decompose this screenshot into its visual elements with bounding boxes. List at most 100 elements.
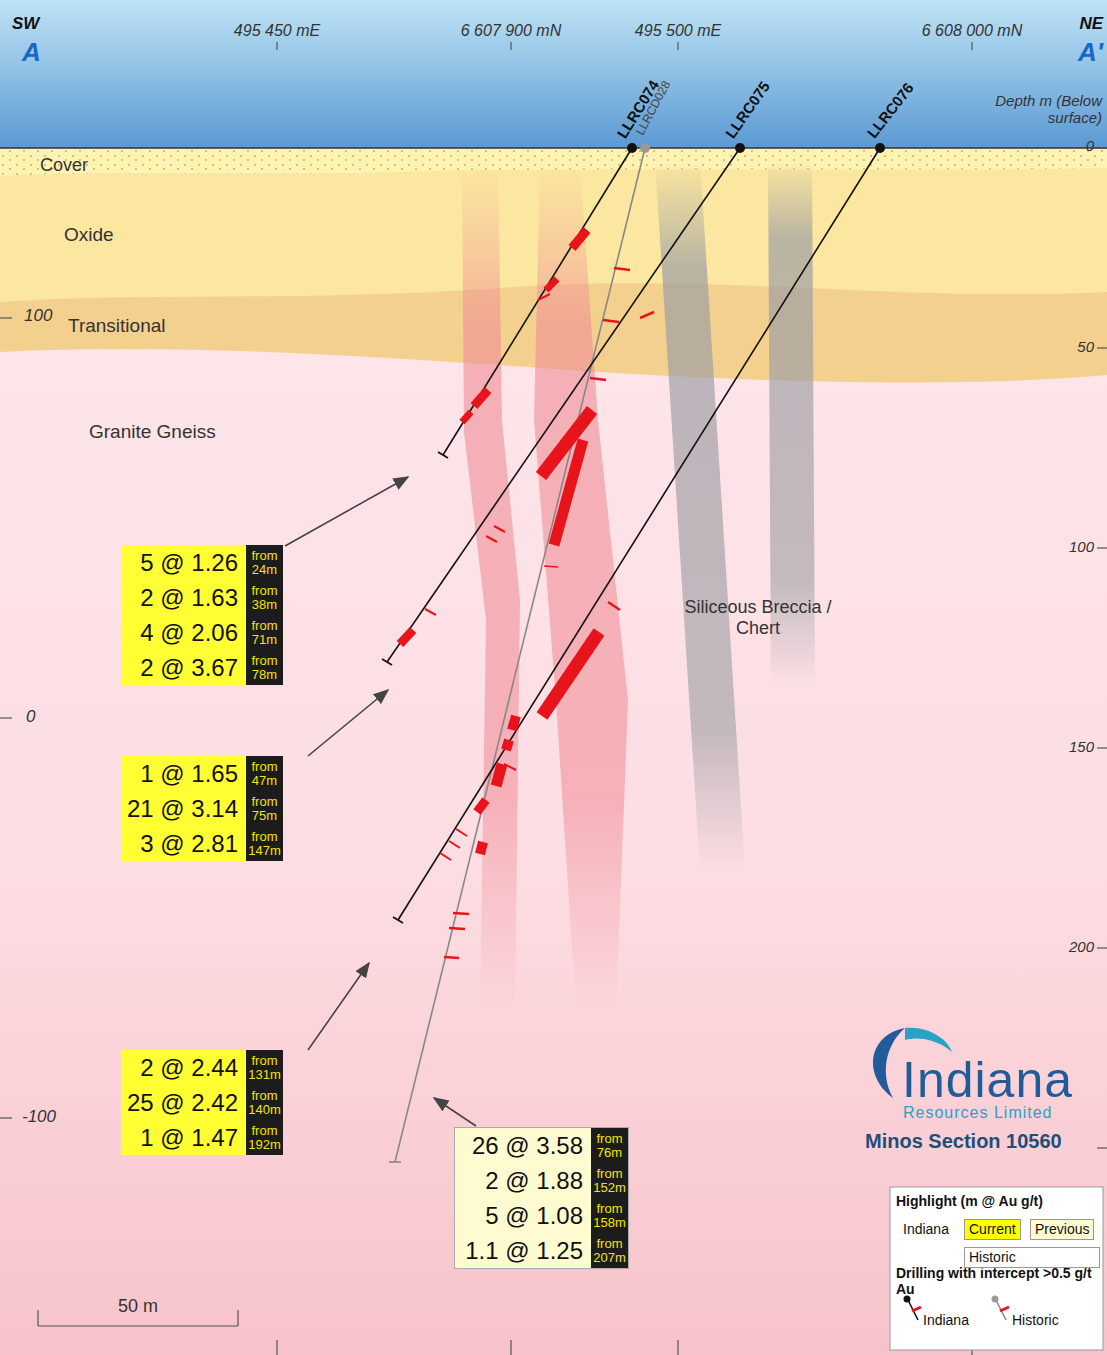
historic-intercepts: 26 @ 3.58from 76m2 @ 1.88from 152m5 @ 1.… — [454, 1127, 629, 1269]
intercept-depth: from 76m — [591, 1128, 628, 1163]
section-graphic — [905, 1028, 952, 1052]
intercept-depth: from 47m — [246, 756, 283, 791]
section-graphic — [0, 147, 1107, 149]
intercept-depth: from 131m — [246, 1050, 283, 1085]
intercept-value: 1 @ 1.47 — [121, 1120, 246, 1155]
legend-swatch: Previous — [1030, 1219, 1094, 1240]
legend-text: Historic — [1012, 1312, 1059, 1328]
unit-label: Granite Gneiss — [89, 421, 216, 443]
legend-heading: Drilling with intercept >0.5 g/t Au — [896, 1265, 1096, 1297]
section-graphic — [890, 1187, 1103, 1350]
section-graphic — [37, 1310, 38, 1326]
section-graphic — [603, 320, 619, 322]
intercept-row: 2 @ 3.67from 78m — [121, 650, 283, 685]
intercept-row: 5 @ 1.08from 158m — [455, 1198, 628, 1233]
section-graphic — [0, 1117, 12, 1118]
legend-text: Indiana — [903, 1221, 949, 1237]
section-graphic — [506, 740, 509, 750]
intercept-depth: from 147m — [246, 826, 283, 861]
logo-text: Indiana — [902, 1052, 1073, 1110]
section-graphic — [510, 42, 511, 50]
section-graphic — [1097, 347, 1107, 348]
section-graphic — [534, 165, 628, 1012]
legend-text: Previous — [1035, 1221, 1089, 1237]
intercept-value: 2 @ 1.63 — [121, 580, 246, 615]
depth-tick: 50 — [1077, 338, 1094, 355]
elevation-tick: -100 — [22, 1107, 56, 1127]
coordinate: 495 500 mE — [635, 22, 721, 40]
section-graphic — [474, 390, 488, 406]
section-graphic — [640, 312, 654, 318]
section-graphic — [1000, 1307, 1009, 1311]
section-graphic — [512, 716, 516, 730]
section-graphic — [546, 279, 557, 290]
section-graphic — [572, 230, 587, 248]
intercept-value: 25 @ 2.42 — [121, 1085, 246, 1120]
axis-title: Depth m (Below surface) — [984, 92, 1102, 127]
section-graphic — [276, 1340, 277, 1355]
intercept-depth: from 71m — [246, 615, 283, 650]
section-graphic — [640, 143, 650, 153]
section-graphic — [285, 477, 476, 1126]
section-graphic — [992, 1296, 999, 1303]
intercept-row: 3 @ 2.81from 147m — [121, 826, 283, 861]
section-graphic — [735, 143, 745, 153]
section-graphic — [456, 829, 467, 836]
section-graphic — [449, 928, 465, 929]
intercept-value: 21 @ 3.14 — [121, 791, 246, 826]
section-graphic — [504, 764, 516, 770]
unit-label: Siliceous Breccia / Chert — [668, 597, 848, 638]
section-graphic — [308, 963, 369, 1050]
intercept-depth: from 152m — [591, 1163, 628, 1198]
section-graphic — [0, 148, 1107, 1355]
intercept-depth: from 207m — [591, 1233, 628, 1268]
section-graphic — [285, 477, 408, 546]
section-graphic — [971, 42, 972, 50]
section-graphic — [486, 536, 497, 542]
coordinate: 495 450 mE — [234, 22, 320, 40]
legend-heading: Highlight (m @ Au g/t) — [896, 1193, 1043, 1209]
section-graphic — [444, 957, 459, 958]
section-end: NE — [1079, 14, 1103, 34]
current-intercepts: 2 @ 2.44from 131m25 @ 2.42from 140m1 @ 1… — [121, 1050, 283, 1155]
section-graphic — [477, 800, 486, 812]
section-graphic — [912, 1307, 921, 1311]
section-graphic — [434, 1098, 476, 1126]
unit-label: Cover — [40, 155, 88, 176]
section-letter: A — [22, 38, 41, 68]
section-graphic — [538, 294, 550, 300]
section-graphic — [494, 526, 505, 532]
section-graphic — [677, 42, 678, 50]
section-graphic — [627, 143, 637, 153]
section-graphic — [655, 160, 745, 870]
section-graphic — [0, 317, 12, 318]
intercept-depth: from 78m — [246, 650, 283, 685]
intercept-row: 5 @ 1.26from 24m — [121, 545, 283, 580]
intercept-value: 5 @ 1.26 — [121, 545, 246, 580]
intercept-row: 2 @ 1.88from 152m — [455, 1163, 628, 1198]
section-graphic — [425, 609, 436, 615]
depth-tick: 0 — [1086, 137, 1094, 154]
section-graphic — [1097, 547, 1107, 548]
section-graphic — [496, 764, 502, 786]
section-graphic — [276, 42, 277, 50]
intercept-value: 5 @ 1.08 — [455, 1198, 591, 1233]
section-letter: A' — [1078, 38, 1103, 68]
intercept-depth: from 140m — [246, 1085, 283, 1120]
section-graphic — [554, 440, 583, 545]
section-graphic — [389, 1161, 401, 1163]
section-graphic — [393, 917, 403, 923]
section-graphic — [443, 148, 632, 455]
coordinate: 6 608 000 mN — [922, 22, 1023, 40]
section-graphic — [510, 1340, 511, 1355]
intercept-value: 4 @ 2.06 — [121, 615, 246, 650]
section-graphic — [544, 566, 558, 567]
intercept-row: 25 @ 2.42from 140m — [121, 1085, 283, 1120]
section-graphic — [462, 165, 520, 1012]
intercept-value: 2 @ 1.88 — [455, 1163, 591, 1198]
section-graphic — [614, 268, 630, 270]
intercept-row: 2 @ 2.44from 131m — [121, 1050, 283, 1085]
section-graphic — [449, 841, 460, 848]
intercept-row: 1 @ 1.47from 192m — [121, 1120, 283, 1155]
intercept-value: 2 @ 3.67 — [121, 650, 246, 685]
